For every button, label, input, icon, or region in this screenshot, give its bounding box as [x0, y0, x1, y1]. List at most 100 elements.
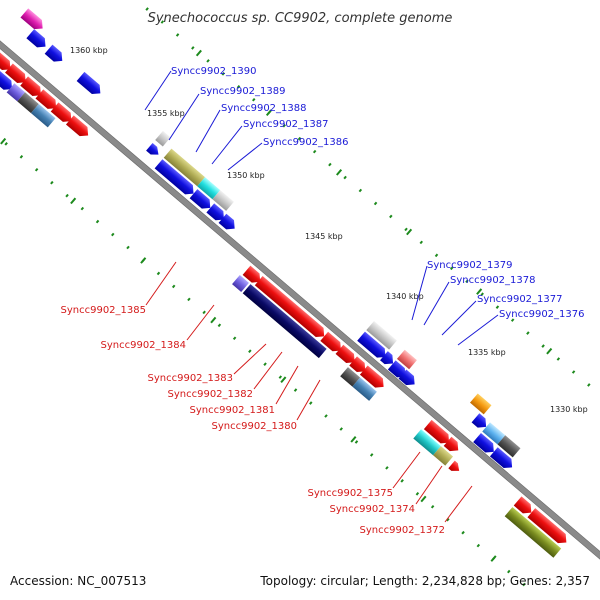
- gene-arrow: [212, 190, 234, 211]
- gene-arrow: [163, 148, 205, 187]
- backbone-line: [0, 25, 600, 575]
- leader-line: [411, 265, 428, 321]
- gene-arrow: [349, 356, 366, 373]
- leader-line: [253, 351, 283, 390]
- gene-arrow: [489, 447, 513, 469]
- kbp-label: 1350 kbp: [227, 171, 265, 180]
- leader-line: [444, 485, 473, 523]
- gene-arrow: [17, 92, 39, 114]
- leader-line: [168, 93, 200, 141]
- gene-arrow: [396, 349, 417, 370]
- genome-title: Synechococcus sp. CC9902, complete genom…: [148, 11, 453, 26]
- gene-label: Syncc9902_1380: [212, 421, 298, 432]
- gene-arrow: [5, 63, 26, 83]
- gene-arrow: [413, 429, 441, 456]
- gene-arrow: [387, 360, 406, 378]
- gene-label: Syncc9902_1383: [148, 373, 234, 384]
- gene-label: Syncc9902_1378: [450, 275, 536, 286]
- gene-arrow: [50, 102, 72, 122]
- gene-arrow: [155, 130, 171, 147]
- gene-label: Syncc9902_1381: [190, 405, 276, 416]
- gene-arrow: [335, 344, 355, 363]
- gene-label: Syncc9902_1390: [171, 66, 257, 77]
- gene-arrow: [20, 8, 43, 30]
- gene-arrow: [320, 331, 341, 352]
- kbp-label: 1360 kbp: [70, 46, 108, 55]
- gene-arrow: [197, 177, 221, 200]
- kbp-label: 1355 kbp: [147, 109, 185, 118]
- leader-line: [144, 70, 172, 111]
- gene-arrow: [482, 422, 506, 445]
- forward-gene-labels: Syncc9902_1390 Syncc9902_1389 Syncc9902_…: [144, 66, 585, 346]
- leader-line: [145, 261, 177, 306]
- leader-line: [415, 465, 443, 505]
- leader-line: [423, 281, 450, 326]
- gene-arrow: [26, 29, 46, 48]
- gene-arrow: [206, 203, 225, 221]
- gene-arrow: [146, 143, 159, 155]
- gene-arrow: [473, 432, 494, 453]
- gene-arrow: [352, 377, 377, 401]
- gene-label: Syncc9902_1379: [427, 260, 513, 271]
- reverse-gene-labels: Syncc9902_1385 Syncc9902_1384 Syncc9902_…: [61, 261, 473, 536]
- gene-label: Syncc9902_1372: [360, 525, 446, 536]
- gene-label: Syncc9902_1382: [168, 389, 254, 400]
- kbp-label: 1345 kbp: [305, 232, 343, 241]
- gene-arrow: [0, 70, 13, 90]
- gene-arrow: [504, 507, 562, 558]
- gene-arrow: [254, 276, 325, 338]
- gene-arrow: [0, 50, 11, 71]
- gene-label: Syncc9902_1386: [263, 137, 349, 148]
- gene-arrow: [35, 89, 57, 109]
- gene-arrow: [398, 369, 415, 386]
- kbp-label: 1335 kbp: [468, 348, 506, 357]
- gene-label: Syncc9902_1388: [221, 103, 307, 114]
- reverse-strand-genes: [0, 50, 567, 558]
- gene-arrow: [340, 367, 361, 387]
- topology-label: Topology: circular; Length: 2,234,828 bp…: [259, 574, 590, 588]
- outer-tick-track: [145, 7, 591, 387]
- gene-arrow: [242, 265, 261, 283]
- leader-line: [441, 300, 477, 336]
- gene-arrow: [497, 435, 521, 458]
- gene-label: Syncc9902_1387: [243, 119, 329, 130]
- gene-label: Syncc9902_1375: [308, 488, 394, 499]
- leader-line: [233, 343, 267, 375]
- gene-arrow: [242, 284, 327, 359]
- gene-arrow: [527, 508, 567, 544]
- gene-label: Syncc9902_1376: [499, 309, 585, 320]
- gene-arrow: [189, 189, 211, 209]
- gene-arrow: [232, 275, 249, 292]
- gene-arrow: [218, 213, 235, 230]
- gene-arrow: [423, 419, 450, 444]
- gene-label: Syncc9902_1374: [330, 504, 416, 515]
- kbp-labels: 1360 kbp 1355 kbp 1350 kbp 1345 kbp 1340…: [70, 46, 588, 414]
- gene-arrow: [433, 446, 454, 466]
- leader-line: [227, 142, 263, 171]
- gene-arrow: [380, 351, 394, 365]
- gene-arrow: [76, 71, 101, 94]
- gene-arrow: [366, 320, 397, 350]
- gene-arrow: [448, 460, 460, 471]
- gene-arrow: [65, 115, 89, 137]
- inner-tick-track: [0, 137, 526, 587]
- leader-line: [275, 365, 299, 405]
- gene-label: Syncc9902_1377: [477, 294, 563, 305]
- kbp-label: 1340 kbp: [386, 292, 424, 301]
- forward-strand-genes: [20, 8, 521, 469]
- gene-label: Syncc9902_1385: [61, 305, 147, 316]
- gene-arrow: [513, 496, 532, 514]
- gene-arrow: [30, 103, 56, 128]
- gene-label: Syncc9902_1384: [101, 340, 187, 351]
- leader-line: [186, 304, 215, 341]
- gene-arrow: [44, 44, 63, 62]
- leader-line: [296, 379, 321, 421]
- gene-arrow: [357, 331, 386, 358]
- gene-label: Syncc9902_1389: [200, 86, 286, 97]
- leader-line: [195, 109, 221, 153]
- gene-arrow: [443, 436, 459, 452]
- gene-arrow: [6, 83, 26, 102]
- gene-arrow: [154, 159, 194, 195]
